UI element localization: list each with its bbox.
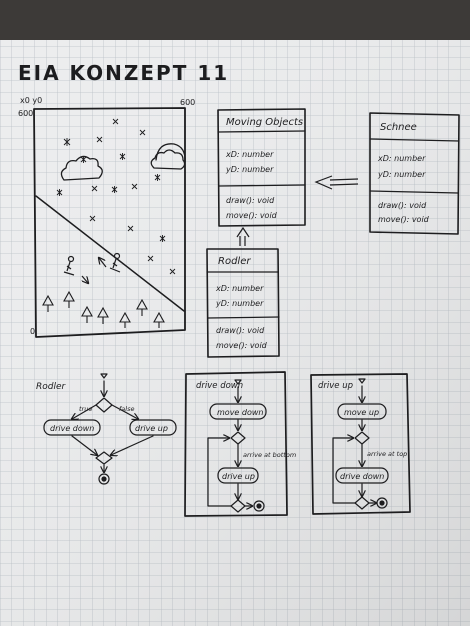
origin-label: x0 y0 — [20, 96, 42, 105]
sun-sketch — [155, 143, 186, 163]
class-schnee-attr-1: xD: number — [377, 154, 426, 163]
class-schnee-title: Schnee — [380, 122, 417, 133]
flow-drive-up-action-2: drive down — [340, 472, 384, 481]
flow-rodler-branch-true: true — [79, 405, 92, 413]
sledder-sketch-2 — [99, 252, 121, 273]
flow-drive-up-action-1: move up — [344, 408, 379, 417]
class-schnee: Schnee xD: number yD: number draw(): voi… — [369, 112, 460, 235]
inheritance-arrow-schnee — [314, 175, 359, 190]
sun-cloud-sketch — [150, 149, 186, 170]
class-schnee-attr-2: yD: number — [377, 170, 426, 179]
class-rodler-attr-1: xD: number — [215, 284, 264, 293]
class-moving-objects-method-2: move(): void — [226, 211, 278, 220]
class-moving-objects-title: Moving Objects — [226, 117, 303, 128]
trees-sketch — [42, 290, 165, 328]
flow-rodler: Rodler true false drive down drive up — [36, 373, 177, 485]
flow-rodler-title: Rodler — [36, 382, 67, 392]
zero-label: 0 — [30, 327, 35, 336]
class-rodler-method-2: move(): void — [216, 341, 268, 350]
paper-sheet — [0, 40, 470, 626]
class-rodler-method-1: draw(): void — [216, 326, 265, 335]
height-label: 600 — [18, 109, 33, 118]
cloud-sketch — [60, 155, 103, 181]
class-schnee-method-2: move(): void — [378, 215, 430, 224]
flow-drive-down: drive down move down arrive at bottom dr… — [184, 371, 296, 517]
sledder-sketch-1 — [63, 255, 88, 284]
inheritance-arrow-rodler — [236, 226, 250, 246]
width-label: 600 — [180, 98, 195, 107]
flow-drive-up: drive up move up arrive at top drive dow… — [310, 373, 411, 515]
canvas-sketch: x0 y0 600 600 0 — [18, 96, 195, 338]
flow-rodler-action-left: drive down — [50, 424, 94, 433]
snowflakes — [56, 118, 176, 275]
class-moving-objects-attr-1: xD: number — [225, 150, 274, 159]
class-moving-objects: Moving Objects xD: number yD: number dra… — [217, 108, 306, 227]
class-moving-objects-method-1: draw(): void — [226, 196, 275, 205]
flow-drive-down-action-1: move down — [217, 408, 263, 417]
flow-drive-down-action-2: drive up — [222, 472, 255, 481]
page-title: EIA KONZEPT 11 — [18, 61, 229, 85]
class-rodler-title: Rodler — [218, 256, 251, 267]
flow-rodler-branch-false: false — [119, 405, 134, 413]
class-rodler: Rodler xD: number yD: number draw(): voi… — [206, 248, 280, 358]
flow-drive-up-condition: arrive at top — [367, 450, 407, 458]
class-schnee-method-1: draw(): void — [378, 201, 427, 210]
slope-line — [35, 195, 185, 312]
flow-drive-down-condition: arrive at bottom — [243, 451, 296, 459]
class-rodler-attr-2: yD: number — [215, 299, 264, 308]
canvas-frame — [33, 107, 186, 338]
flow-drive-up-title: drive up — [318, 381, 353, 391]
flow-rodler-action-right: drive up — [135, 424, 168, 433]
flow-drive-down-title: drive down — [196, 381, 243, 391]
class-moving-objects-attr-2: yD: number — [225, 165, 274, 174]
